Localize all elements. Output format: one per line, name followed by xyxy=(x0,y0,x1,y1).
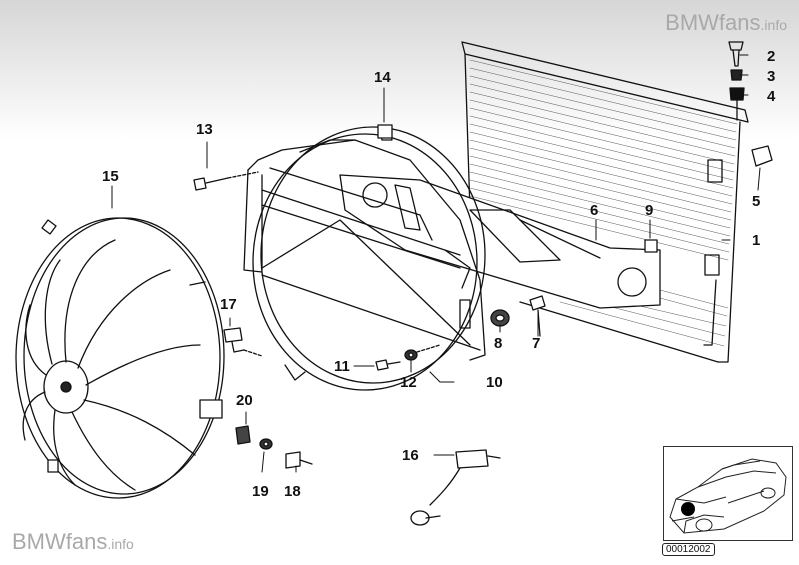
clip-drawing xyxy=(751,145,773,167)
watermark-top: BMWfans.info xyxy=(665,10,787,35)
bolt-17-drawing xyxy=(223,327,263,357)
hardware-20-19-18-drawing xyxy=(235,425,313,469)
fan-shroud-drawing xyxy=(243,126,486,391)
part-label-20: 20 xyxy=(236,392,253,409)
car-outline-icon xyxy=(669,458,787,534)
sensor-cable-drawing xyxy=(410,449,501,526)
part-label-11: 11 xyxy=(334,358,350,375)
header-gradient xyxy=(0,0,799,140)
fan-drawing xyxy=(15,217,225,499)
part-label-8: 8 xyxy=(494,335,502,352)
part-label-18: 18 xyxy=(284,483,301,500)
part-label-17: 17 xyxy=(220,296,237,313)
part-label-9: 9 xyxy=(645,202,653,219)
part-label-12: 12 xyxy=(400,374,417,391)
clip-9-drawing xyxy=(644,239,658,253)
part-label-16: 16 xyxy=(402,447,419,464)
part-label-19: 19 xyxy=(252,483,269,500)
part-label-6: 6 xyxy=(590,202,598,219)
part-label-3: 3 xyxy=(767,68,775,85)
grommet-drawing xyxy=(490,309,510,327)
reference-code: 00012002 xyxy=(662,543,715,556)
bolt-assembly-drawing xyxy=(728,41,745,121)
clip-14-drawing xyxy=(377,124,393,139)
part-label-2: 2 xyxy=(767,48,775,65)
car-locator-inset xyxy=(663,446,793,541)
part-label-1: 1 xyxy=(752,232,760,249)
bracket-drawing xyxy=(339,174,661,309)
radiator-drawing xyxy=(461,41,749,363)
part-label-13: 13 xyxy=(196,121,213,138)
location-marker-icon xyxy=(681,502,695,516)
part-label-5: 5 xyxy=(752,193,760,210)
leader-lines xyxy=(111,54,761,473)
part-label-4: 4 xyxy=(767,88,776,105)
part-label-15: 15 xyxy=(102,168,119,185)
screw-13-drawing xyxy=(193,171,259,191)
part-label-14: 14 xyxy=(374,69,391,86)
part-label-7: 7 xyxy=(532,335,540,352)
part-label-10: 10 xyxy=(486,374,503,391)
watermark-bottom: BMWfans.info xyxy=(12,529,134,554)
